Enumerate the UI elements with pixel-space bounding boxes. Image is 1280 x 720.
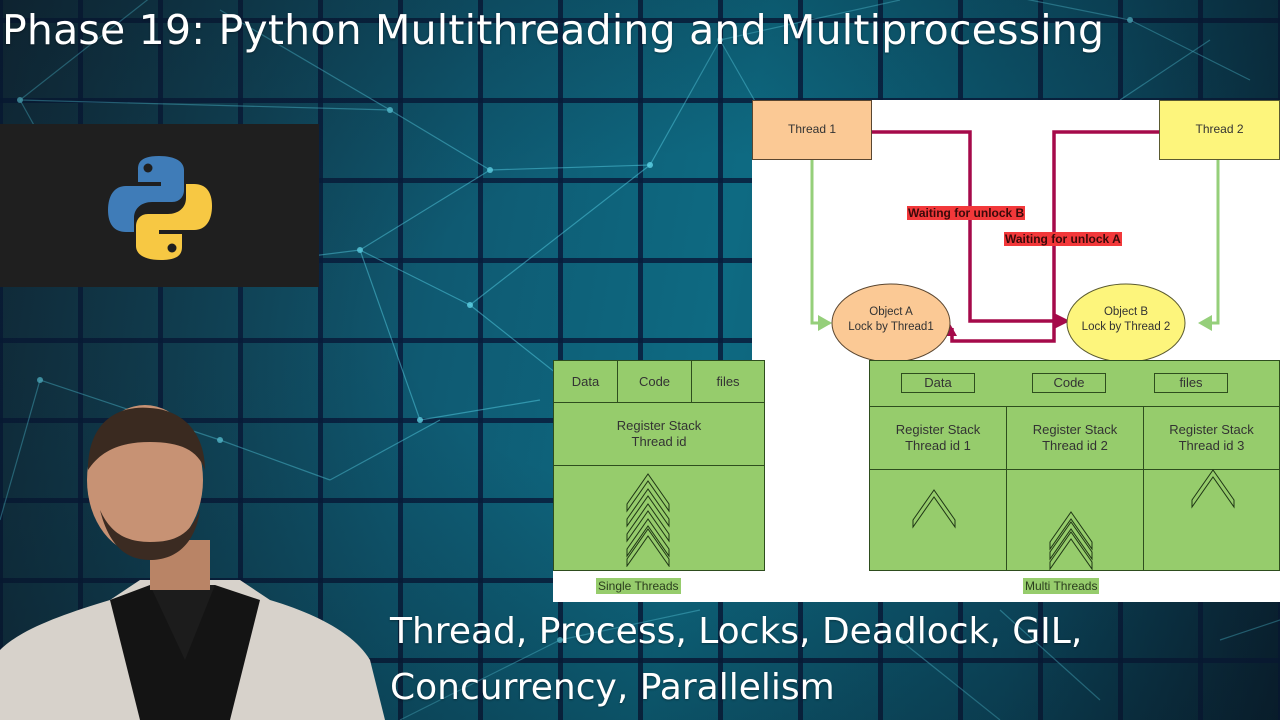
thread2-register-label: Register Stack <box>1032 422 1118 437</box>
single-data-cell: Data <box>554 361 618 403</box>
object-a-title: Object A <box>869 306 913 318</box>
thread2-register-cell: Register Stack Thread id 2 <box>1007 407 1144 470</box>
single-thread-chevrons-icon <box>626 473 670 567</box>
topics-line-1: Thread, Process, Locks, Deadlock, GIL, <box>390 611 1083 652</box>
thread1-box: Thread 1 <box>787 122 837 136</box>
thread1-id-label: Thread id 1 <box>905 438 971 453</box>
object-b-title: Object B <box>1103 306 1149 318</box>
thread2-chevrons-icon <box>1049 511 1093 571</box>
thread3-register-cell: Register Stack Thread id 3 <box>1144 407 1279 470</box>
thread2-stack-cell <box>1007 470 1144 570</box>
single-thread-block: Data Code files Register Stack Thread id <box>553 360 765 571</box>
thread1-chevron-icon <box>912 489 956 529</box>
python-logo-panel <box>0 124 319 287</box>
deadlock-diagram: Thread 1 Thread 2 Waiting for unlock B W… <box>752 100 1280 362</box>
object-b-lock: Lock by Thread 2 <box>1081 321 1171 333</box>
shared-files-box: files <box>1154 373 1228 393</box>
thread2-id-label: Thread id 2 <box>1042 438 1108 453</box>
single-thread-id-label: Thread id <box>631 434 687 449</box>
waiting-unlock-b-label: Waiting for unlock B <box>907 206 1026 220</box>
shared-code-box: Code <box>1032 373 1106 393</box>
topics-subtitle: Thread, Process, Locks, Deadlock, GIL, C… <box>390 604 1082 716</box>
thread3-chevron-icon <box>1191 469 1235 509</box>
single-code-cell: Code <box>618 361 692 403</box>
python-logo-icon <box>108 156 212 260</box>
thread3-id-label: Thread id 3 <box>1178 438 1245 453</box>
thread1-stack-cell <box>870 470 1007 570</box>
single-register-cell: Register Stack Thread id <box>554 403 764 466</box>
topics-line-2: Concurrency, Parallelism <box>390 667 835 708</box>
threads-diagram: Data Code files Register Stack Thread id… <box>553 360 1280 602</box>
thread1-register-cell: Register Stack Thread id 1 <box>870 407 1007 470</box>
object-b-ellipse: Object B Lock by Thread 2 <box>1067 305 1185 335</box>
thread1-register-label: Register Stack <box>895 422 981 437</box>
multi-thread-block: Data Code files Register Stack Thread id… <box>869 360 1280 571</box>
thread3-register-label: Register Stack <box>1169 422 1254 437</box>
single-register-label: Register Stack <box>616 418 702 433</box>
multi-threads-caption: Multi Threads <box>1023 578 1100 594</box>
single-threads-caption: Single Threads <box>596 578 681 594</box>
presenter-photo <box>0 405 385 720</box>
single-files-cell: files <box>692 361 764 403</box>
thread2-box: Thread 2 <box>1195 122 1244 136</box>
page-title: Phase 19: Python Multithreading and Mult… <box>2 6 1105 54</box>
waiting-unlock-a-label: Waiting for unlock A <box>1004 232 1122 246</box>
shared-data-box: Data <box>901 373 975 393</box>
object-a-lock: Lock by Thread1 <box>848 321 934 333</box>
object-a-ellipse: Object A Lock by Thread1 <box>832 305 950 335</box>
deadlock-arrows <box>752 100 1280 362</box>
shared-resources-row: Data Code files <box>870 361 1279 407</box>
